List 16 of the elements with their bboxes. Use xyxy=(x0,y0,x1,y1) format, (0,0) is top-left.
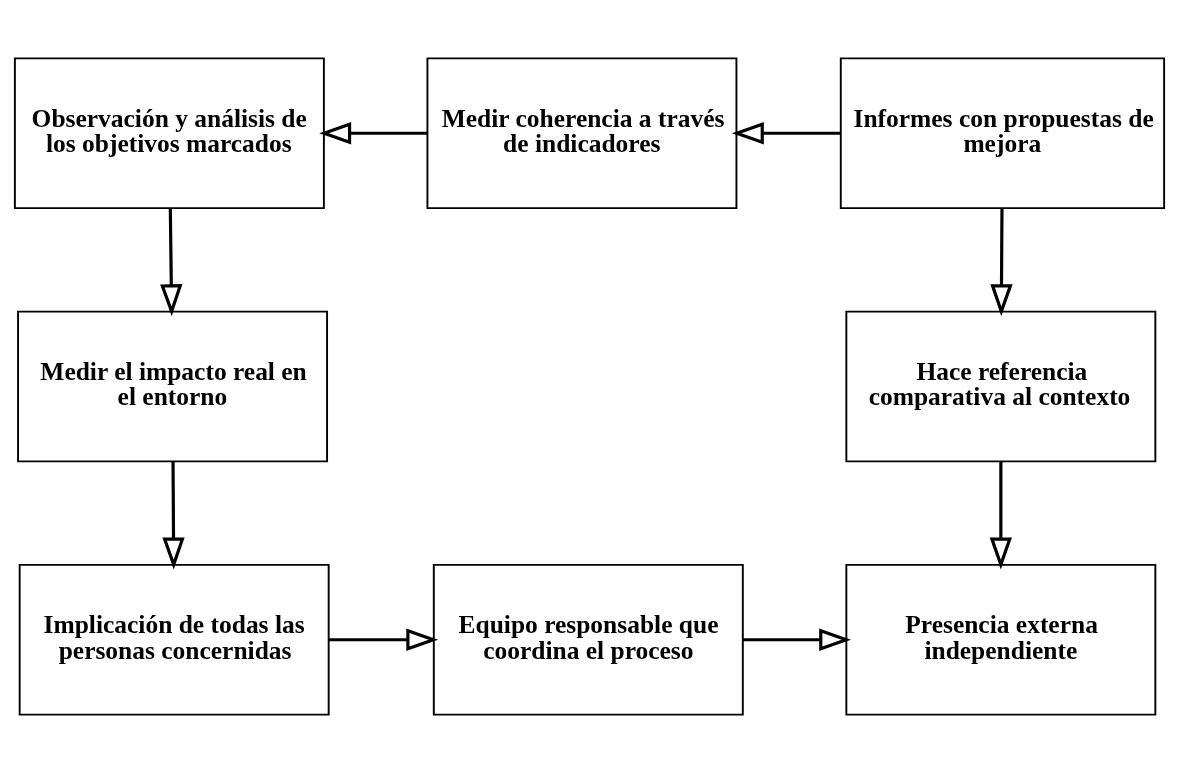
node-box: Equipo responsable que coordina el proceso xyxy=(432,563,744,716)
node-box: Observación y análisis de los objetivos marcados xyxy=(13,57,325,210)
arrow xyxy=(990,208,1013,317)
node-box: Medir coherencia a través de indicadores xyxy=(426,57,738,210)
node-box: Informes con propuestas de mejora xyxy=(839,57,1166,210)
arrow xyxy=(989,461,1013,570)
arrow xyxy=(329,628,439,651)
arrow xyxy=(319,122,428,145)
arrow xyxy=(160,208,183,317)
node-box: Medir el impacto real en el entorno xyxy=(17,310,329,463)
node-box: Presencia externa independiente xyxy=(845,563,1157,716)
arrow xyxy=(162,461,185,570)
node-box: Implicación de todas las personas concernidas xyxy=(18,563,330,716)
arrow xyxy=(731,122,841,145)
arrow xyxy=(743,628,852,651)
node-box: Hace referencia comparativa al contexto xyxy=(845,310,1157,463)
